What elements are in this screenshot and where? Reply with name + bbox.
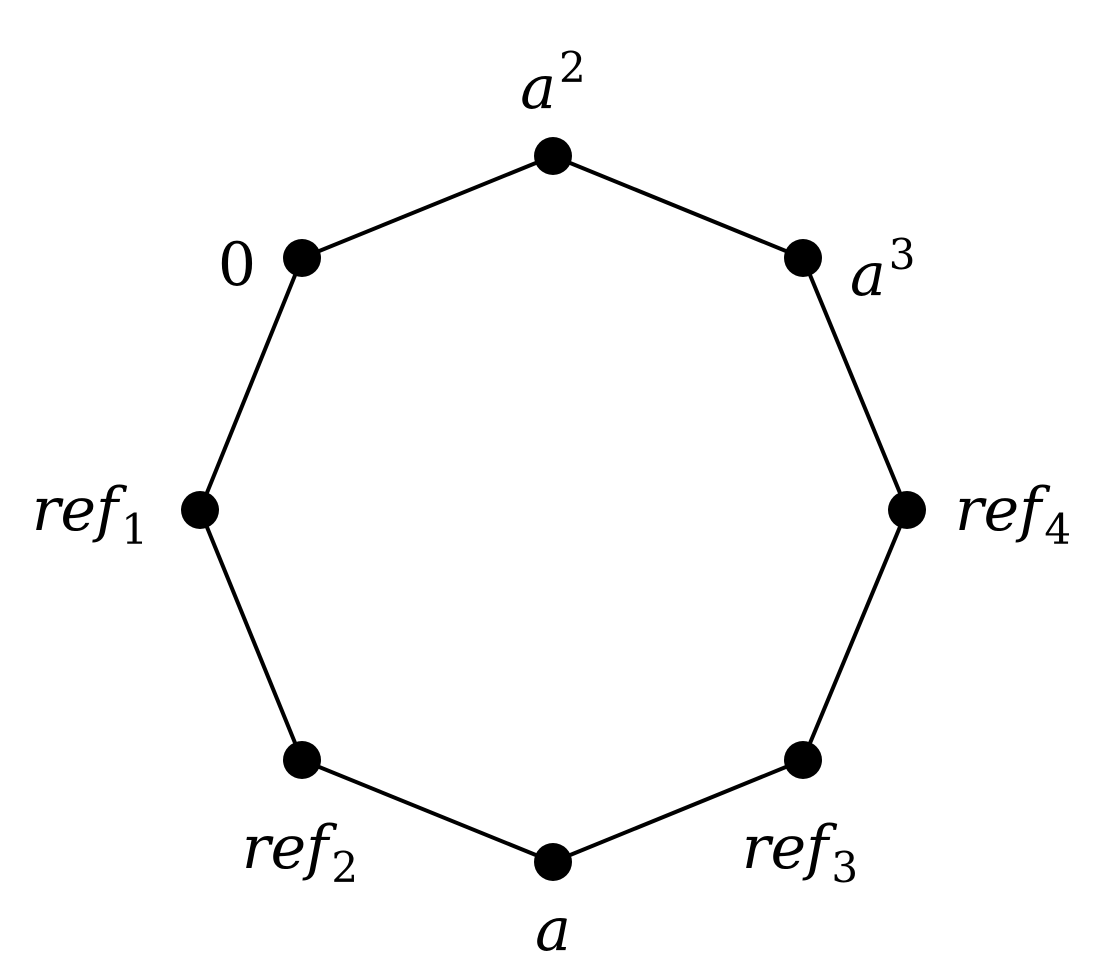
edge-ref3-a (552, 758, 804, 864)
graph-edges (198, 154, 909, 864)
edge-ref1-zero (198, 257, 304, 511)
vertex-label-base: ref (242, 813, 338, 883)
vertex-label-a: a (535, 895, 571, 965)
edge-ref2-ref1 (198, 509, 304, 761)
vertex-label-ref3: ref3 (742, 813, 858, 892)
vertex-label-subscript: 2 (331, 843, 358, 892)
vertex-a (534, 843, 572, 881)
vertex-zero (283, 239, 321, 277)
vertex-label-ref1: ref1 (32, 475, 148, 554)
edge-zero-a2 (301, 154, 554, 260)
edge-ref4-ref3 (801, 509, 909, 761)
vertex-label-base: a (535, 895, 571, 965)
vertex-label-superscript: 3 (889, 230, 916, 279)
vertex-label-a2: a2 (520, 43, 586, 123)
vertex-ref2 (283, 741, 321, 779)
graph-vertices (181, 137, 926, 881)
vertex-label-ref2: ref2 (242, 813, 358, 892)
vertex-label-superscript: 2 (559, 43, 586, 92)
vertex-a3 (784, 239, 822, 277)
vertex-ref3 (784, 741, 822, 779)
vertex-label-base: ref (32, 475, 128, 545)
vertex-label-base: a (850, 240, 886, 310)
vertex-label-subscript: 4 (1044, 505, 1071, 554)
vertex-a2 (534, 137, 572, 175)
vertex-label-base: a (520, 53, 556, 123)
vertex-label-subscript: 3 (831, 843, 858, 892)
vertex-ref4 (888, 491, 926, 529)
vertex-label-ref4: ref4 (955, 475, 1071, 554)
vertex-label-base: 0 (218, 230, 256, 300)
vertex-label-base: ref (742, 813, 838, 883)
vertex-ref1 (181, 491, 219, 529)
edge-a2-a3 (552, 154, 804, 260)
vertex-label-a3: a3 (850, 230, 916, 310)
vertex-label-base: ref (955, 475, 1051, 545)
edge-a-ref2 (301, 758, 554, 864)
vertex-label-subscript: 1 (121, 505, 148, 554)
vertex-label-zero: 0 (218, 230, 256, 300)
edge-a3-ref4 (801, 257, 909, 511)
